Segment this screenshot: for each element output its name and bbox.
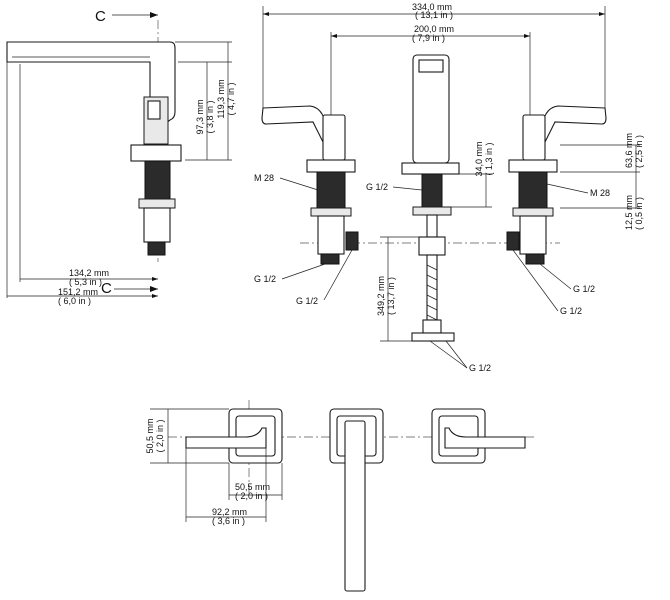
spout-stem xyxy=(426,214,438,238)
dim-134-in: ( 5,3 in ) xyxy=(69,277,102,287)
dim-151-in: ( 6,0 in ) xyxy=(58,296,91,306)
right-inlet-thread xyxy=(525,253,545,265)
dim-119-mm: 119,3 mm xyxy=(216,79,226,118)
callout-g12-bottom: G 1/2 xyxy=(469,363,491,373)
dim-334-mm: 334,0 mm xyxy=(412,2,452,12)
side-view: C 134,2 mm ( 5,3 in ) 151,2 mm ( 6,0 in … xyxy=(6,8,236,306)
dim-12-mm: 12,5 mm xyxy=(624,195,634,230)
section-arrowhead-bottom xyxy=(150,286,158,292)
dim-plan-50h-mm: 50,5 mm xyxy=(235,482,270,492)
arrow-134 xyxy=(152,277,158,281)
left-inlet-thread xyxy=(320,253,340,265)
leader-g12-left-1 xyxy=(281,263,326,280)
dim-plan-92-mm: 92,2 mm xyxy=(212,507,247,517)
spout-tee xyxy=(418,236,446,256)
dim-63-in: ( 2,5 in ) xyxy=(634,135,644,168)
section-arrowhead-top xyxy=(150,12,158,18)
leader-g12-right-2 xyxy=(512,249,559,312)
left-outlet xyxy=(345,231,359,251)
arrow-200-r xyxy=(524,34,530,38)
dim-134-mm: 134,2 mm xyxy=(69,268,109,278)
dim-97-in: ( 3,8 in ) xyxy=(205,100,215,133)
right-outlet xyxy=(506,231,520,251)
spout-nut xyxy=(412,206,452,216)
dim-34-mm: 34,0 mm xyxy=(474,141,484,176)
arrow-200-l xyxy=(331,34,337,38)
leader-g12-bottom-a xyxy=(429,340,468,369)
leader-m28-left xyxy=(279,177,319,191)
side-valve-window xyxy=(147,100,161,120)
plan-spout-body xyxy=(344,420,366,592)
callout-g12-left-1: G 1/2 xyxy=(254,274,276,284)
side-lower-body xyxy=(143,207,171,243)
plan-view: 50,5 mm ( 2,0 in ) 50,5 mm ( 2,0 in ) 92… xyxy=(145,400,535,592)
dim-200-in: ( 7,9 in ) xyxy=(412,33,445,43)
hose-end xyxy=(422,319,442,334)
dim-12-in: ( 0,5 in ) xyxy=(634,197,644,230)
dim-plan-92-in: ( 3,6 in ) xyxy=(212,516,245,526)
callout-g12-left-2: G 1/2 xyxy=(296,296,318,306)
dim-plan-50v-in: ( 2,0 in ) xyxy=(155,419,165,452)
callout-m28-right: M 28 xyxy=(590,188,610,198)
left-valve-body xyxy=(322,114,346,161)
callout-g12-right-2: G 1/2 xyxy=(560,306,582,316)
section-marker-top: C xyxy=(95,8,106,25)
dim-plan-50v-mm: 50,5 mm xyxy=(145,418,155,453)
leader-g12-right-1 xyxy=(539,263,572,290)
callout-g12-right-1: G 1/2 xyxy=(573,284,595,294)
right-lower-body xyxy=(519,215,547,255)
dim-plan-50h-in: ( 2,0 in ) xyxy=(235,491,268,501)
dim-334-in: ( 13,1 in ) xyxy=(415,10,453,20)
right-thread xyxy=(518,171,548,209)
dim-97-mm: 97,3 mm xyxy=(195,99,205,134)
right-nut xyxy=(512,207,554,217)
left-thread xyxy=(316,171,346,209)
side-nut xyxy=(138,198,176,209)
plan-right-lever xyxy=(444,427,526,449)
arrow-334-r xyxy=(599,12,605,16)
arrow-334-l xyxy=(263,12,269,16)
side-lower-thread xyxy=(147,241,166,256)
right-valve-body xyxy=(522,114,546,161)
dim-63-mm: 63,6 mm xyxy=(624,133,634,168)
leader-g12-left-2 xyxy=(323,249,353,301)
front-view: 334,0 mm ( 13,1 in ) 200,0 mm ( 7,9 in ) xyxy=(254,2,644,373)
left-nut xyxy=(310,207,352,217)
leader-m28-right xyxy=(546,183,589,194)
right-deck-flange xyxy=(508,159,558,173)
dim-151-mm: 151,2 mm xyxy=(58,287,98,297)
spout-deck-flange xyxy=(401,162,460,175)
callout-m28-left: M 28 xyxy=(254,173,274,183)
spout-thread xyxy=(421,173,443,211)
dim-200-mm: 200,0 mm xyxy=(414,24,454,34)
side-deck-flange xyxy=(130,144,182,162)
section-marker-bottom: C xyxy=(101,280,112,297)
dim-349-mm: 349,2 mm xyxy=(376,276,386,316)
spout-aerator xyxy=(418,59,444,73)
hose-nut xyxy=(411,332,455,342)
left-lower-body xyxy=(317,215,345,255)
dim-34-in: ( 1,3 in ) xyxy=(484,142,494,175)
plan-left-lever xyxy=(185,427,267,449)
leader-g12-spout xyxy=(392,186,423,191)
arrow-151 xyxy=(152,294,158,298)
dim-349-in: ( 13,7 in ) xyxy=(386,277,396,315)
dim-119-in: ( 4,7 in ) xyxy=(226,82,236,115)
hose-braid xyxy=(426,264,438,321)
leader-g12-bottom-b xyxy=(445,340,468,369)
callout-g12-spout: G 1/2 xyxy=(366,182,388,192)
left-deck-flange xyxy=(306,159,356,173)
side-thread xyxy=(144,160,171,200)
